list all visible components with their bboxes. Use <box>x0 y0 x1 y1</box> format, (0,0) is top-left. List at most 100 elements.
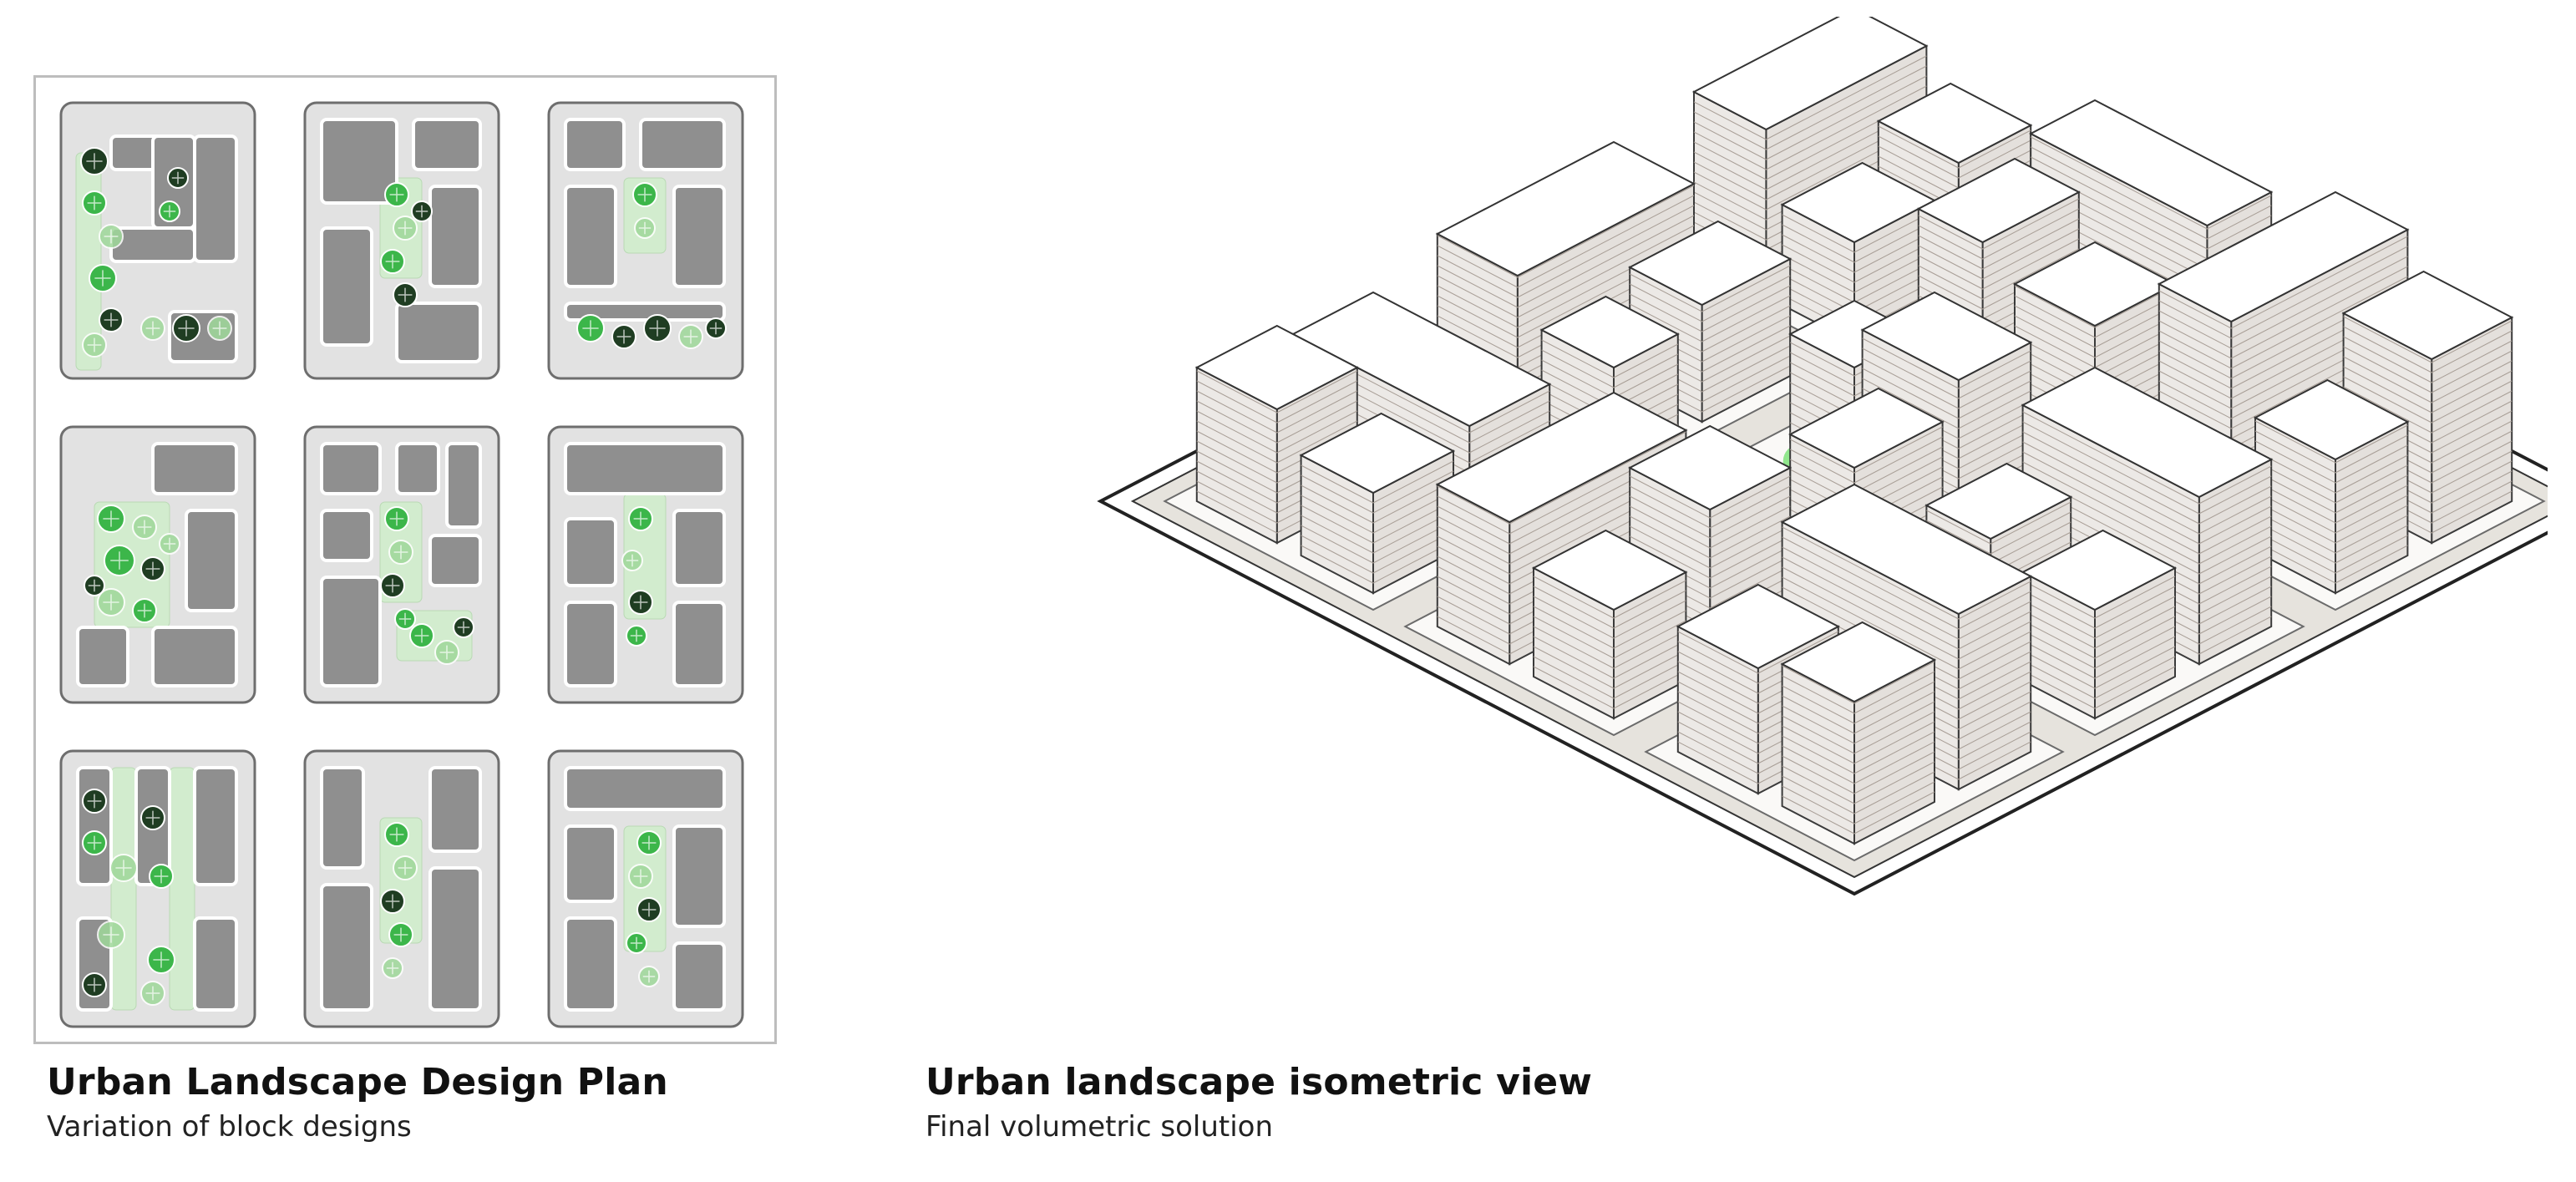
block-plan-6 <box>547 425 744 704</box>
floor-line <box>2022 441 2272 535</box>
floor-line <box>1789 426 1943 474</box>
floor-line <box>1533 666 1686 709</box>
building-footprint <box>185 509 238 612</box>
tree-branches <box>630 629 643 642</box>
floor-line <box>1301 520 1454 564</box>
floor-line <box>1782 741 1935 784</box>
building-roof <box>1299 412 1456 495</box>
floor-line <box>1629 265 1791 312</box>
tree-branches <box>145 810 160 825</box>
floor-line <box>1782 220 1935 263</box>
floor-line <box>1782 791 1935 835</box>
floor-line <box>2014 305 2176 348</box>
floor-line <box>2022 616 2176 659</box>
floor-line <box>2014 285 2176 328</box>
floor-line <box>1301 490 1454 534</box>
floor-line <box>1437 461 1686 555</box>
floor-line <box>1782 556 2031 650</box>
floor-line <box>1782 586 2031 680</box>
floor-line <box>1196 410 1358 454</box>
floor-line <box>2254 490 2408 534</box>
floor-line <box>2022 451 2272 545</box>
plan-caption-subtitle: Variation of block designs <box>47 1110 412 1144</box>
tree-branches <box>163 537 176 550</box>
tree-branches <box>386 961 399 975</box>
floor-line <box>2030 136 2272 230</box>
building-footprint <box>428 534 482 587</box>
floor-line <box>2254 420 2408 464</box>
tree-branches <box>616 329 631 344</box>
floor-line <box>1789 436 1943 484</box>
tree-branches <box>103 594 119 611</box>
tree-branches <box>582 320 599 337</box>
floor-line <box>1782 681 1935 724</box>
building-footprint <box>672 824 726 928</box>
floor-line <box>1782 671 1935 714</box>
floor-line <box>1918 208 2080 260</box>
tree-branches <box>87 337 102 353</box>
tree-branches <box>398 221 413 236</box>
building-footprint <box>395 302 482 363</box>
building-roof <box>1291 291 1552 428</box>
block-plan-7 <box>59 749 256 1028</box>
floor-line <box>1693 95 1927 180</box>
floor-line <box>2158 276 2408 369</box>
tree-branches <box>178 320 195 337</box>
floor-line <box>2254 430 2408 474</box>
building-footprint <box>395 442 440 495</box>
floor-line <box>1301 510 1454 554</box>
isometric-caption: Urban landscape isometric view Final vol… <box>925 1061 1592 1144</box>
floor-line <box>1918 218 2080 270</box>
tree-branches <box>103 926 119 943</box>
building-roof <box>2012 241 2178 327</box>
building-roof <box>1435 140 1696 277</box>
isometric-caption-title: Urban landscape isometric view <box>925 1061 1593 1103</box>
floor-line <box>1782 250 1935 293</box>
floor-line <box>2254 500 2408 544</box>
tree-branches <box>415 205 428 218</box>
tree-branches <box>87 835 102 850</box>
building-footprint <box>564 824 617 903</box>
block-plan-4 <box>59 425 256 704</box>
floor-line <box>2343 376 2513 424</box>
floor-line <box>1782 210 1935 253</box>
building-footprint <box>320 883 373 1012</box>
tree-branches <box>87 794 102 809</box>
tree-branches <box>137 520 152 535</box>
floor-line <box>1437 451 1686 545</box>
floor-line <box>1782 536 2031 630</box>
floor-line <box>1862 358 2031 409</box>
tree-branches <box>110 551 129 570</box>
building-footprint <box>639 118 726 171</box>
floor-line <box>2343 386 2513 434</box>
floor-line <box>2343 326 2513 373</box>
floor-line <box>1862 337 2031 389</box>
floor-line <box>1926 501 2071 545</box>
floor-line <box>1437 481 1686 575</box>
tree-branches <box>626 554 639 567</box>
tree-branches <box>115 860 132 876</box>
floor-line <box>1301 480 1454 524</box>
floor-line <box>1533 616 1686 659</box>
floor-line <box>2343 346 2513 393</box>
building-volume <box>1299 412 1456 595</box>
floor-line <box>1693 105 1927 190</box>
building-roof <box>1435 391 1688 524</box>
floor-line <box>1533 626 1686 669</box>
building-footprint <box>320 226 373 347</box>
building-footprint <box>564 118 626 171</box>
floor-line <box>2022 501 2272 595</box>
block-plan-2 <box>303 101 500 380</box>
building-footprint <box>412 118 482 171</box>
floor-line <box>1533 646 1686 689</box>
floor-line <box>2030 146 2272 240</box>
floor-line <box>1693 75 1927 160</box>
floor-line <box>2254 520 2408 564</box>
tree-branches <box>683 329 698 344</box>
tree-branches <box>145 321 160 336</box>
floor-line <box>1693 55 1927 140</box>
tree-branches <box>393 545 408 560</box>
tree-branches <box>389 187 404 202</box>
tree-branches <box>94 270 111 287</box>
floor-line <box>1196 390 1358 434</box>
